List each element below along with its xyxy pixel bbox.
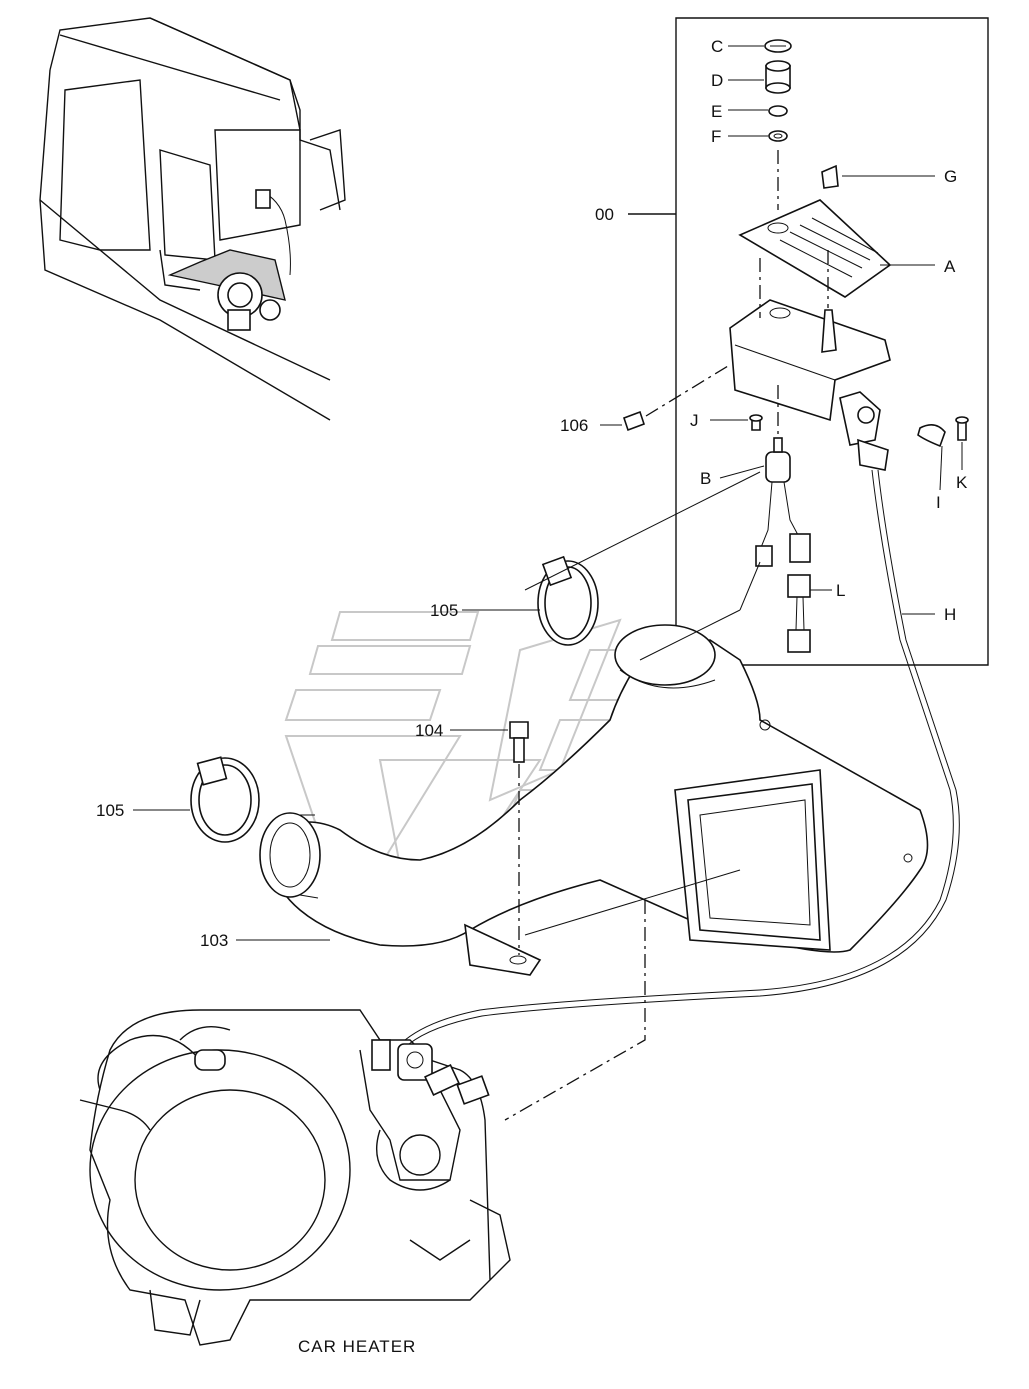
callout-a: A bbox=[944, 257, 956, 276]
control-panel-assembly bbox=[404, 17, 989, 1045]
nut-e bbox=[768, 105, 788, 117]
diagram-caption: CAR HEATER bbox=[298, 1337, 416, 1356]
callout-j: J bbox=[690, 411, 699, 430]
assembly-leader-lines bbox=[504, 471, 761, 1121]
callout-g: G bbox=[944, 167, 957, 186]
cab-inset-illustration bbox=[39, 17, 346, 421]
assembly-frame bbox=[675, 17, 989, 666]
harness-l-plug bbox=[787, 574, 811, 598]
bolt-106 bbox=[622, 410, 646, 432]
panel-plate-a bbox=[738, 199, 892, 298]
callout-b: B bbox=[700, 469, 711, 488]
washer-f bbox=[768, 130, 788, 142]
callout-106: 106 bbox=[560, 416, 588, 435]
callout-104: 104 bbox=[415, 721, 443, 740]
callout-c: C bbox=[711, 37, 723, 56]
callout-105-lower: 105 bbox=[96, 801, 124, 820]
callout-00: 00 bbox=[595, 205, 614, 224]
switch-b bbox=[765, 451, 791, 483]
lever-knob-g bbox=[821, 164, 839, 189]
label-leaders bbox=[133, 45, 963, 941]
callout-f: F bbox=[711, 127, 721, 146]
callout-e: E bbox=[711, 102, 722, 121]
callout-103: 103 bbox=[200, 931, 228, 950]
callout-d: D bbox=[711, 71, 723, 90]
air-duct-103 bbox=[259, 624, 929, 976]
callout-l: L bbox=[836, 581, 845, 600]
panel-bracket bbox=[729, 299, 891, 422]
connector-b1 bbox=[755, 545, 773, 567]
callout-labels: C D E F G 00 A 106 J B K I L H 105 104 1… bbox=[96, 37, 968, 1356]
cable-end-bracket bbox=[857, 438, 889, 471]
hose-clamp-lower bbox=[190, 756, 260, 843]
connector-b2 bbox=[789, 533, 811, 563]
callout-i: I bbox=[936, 493, 941, 512]
callout-k: K bbox=[956, 473, 968, 492]
hose-clamp-upper bbox=[537, 555, 599, 646]
bolt-104 bbox=[509, 721, 529, 955]
callout-105-upper: 105 bbox=[430, 601, 458, 620]
clip-i bbox=[917, 424, 946, 448]
heater-unit bbox=[79, 1009, 511, 1346]
callout-h: H bbox=[944, 605, 956, 624]
